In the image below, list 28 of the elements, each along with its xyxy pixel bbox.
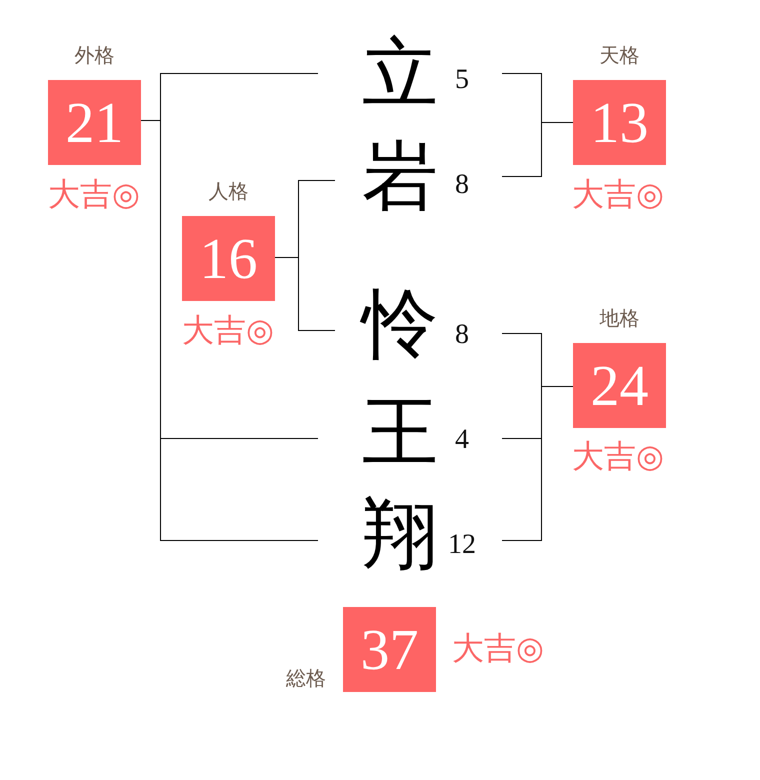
score-box: 24 (573, 343, 666, 428)
category-label: 天格 (600, 45, 640, 67)
fortune-label: 大吉◎ (572, 176, 664, 212)
bracket-line (502, 122, 574, 177)
fortune-label: 大吉◎ (48, 176, 140, 212)
category-label: 外格 (74, 45, 114, 67)
name-character: 王 (362, 395, 438, 471)
stroke-count: 4 (455, 426, 469, 454)
stroke-count: 5 (455, 66, 469, 94)
bracket-line (502, 386, 574, 541)
score-box: 16 (182, 216, 275, 301)
name-character: 翔 (362, 497, 438, 573)
category-label: 人格 (208, 181, 248, 203)
score-box: 21 (48, 80, 141, 165)
category-label: 総格 (286, 668, 326, 690)
name-character: 岩 (362, 139, 438, 215)
fortune-label: 大吉◎ (572, 438, 664, 474)
stroke-count: 12 (448, 531, 476, 559)
category-label: 地格 (600, 308, 640, 330)
fortune-label: 大吉◎ (182, 312, 274, 348)
name-character: 怜 (362, 287, 438, 363)
score-box: 37 (343, 607, 436, 692)
name-character: 立 (362, 36, 438, 112)
stroke-count: 8 (455, 171, 469, 199)
score-box: 13 (573, 80, 666, 165)
bracket-line (274, 257, 336, 331)
fortune-label: 大吉◎ (452, 630, 544, 666)
stroke-count: 8 (455, 321, 469, 349)
